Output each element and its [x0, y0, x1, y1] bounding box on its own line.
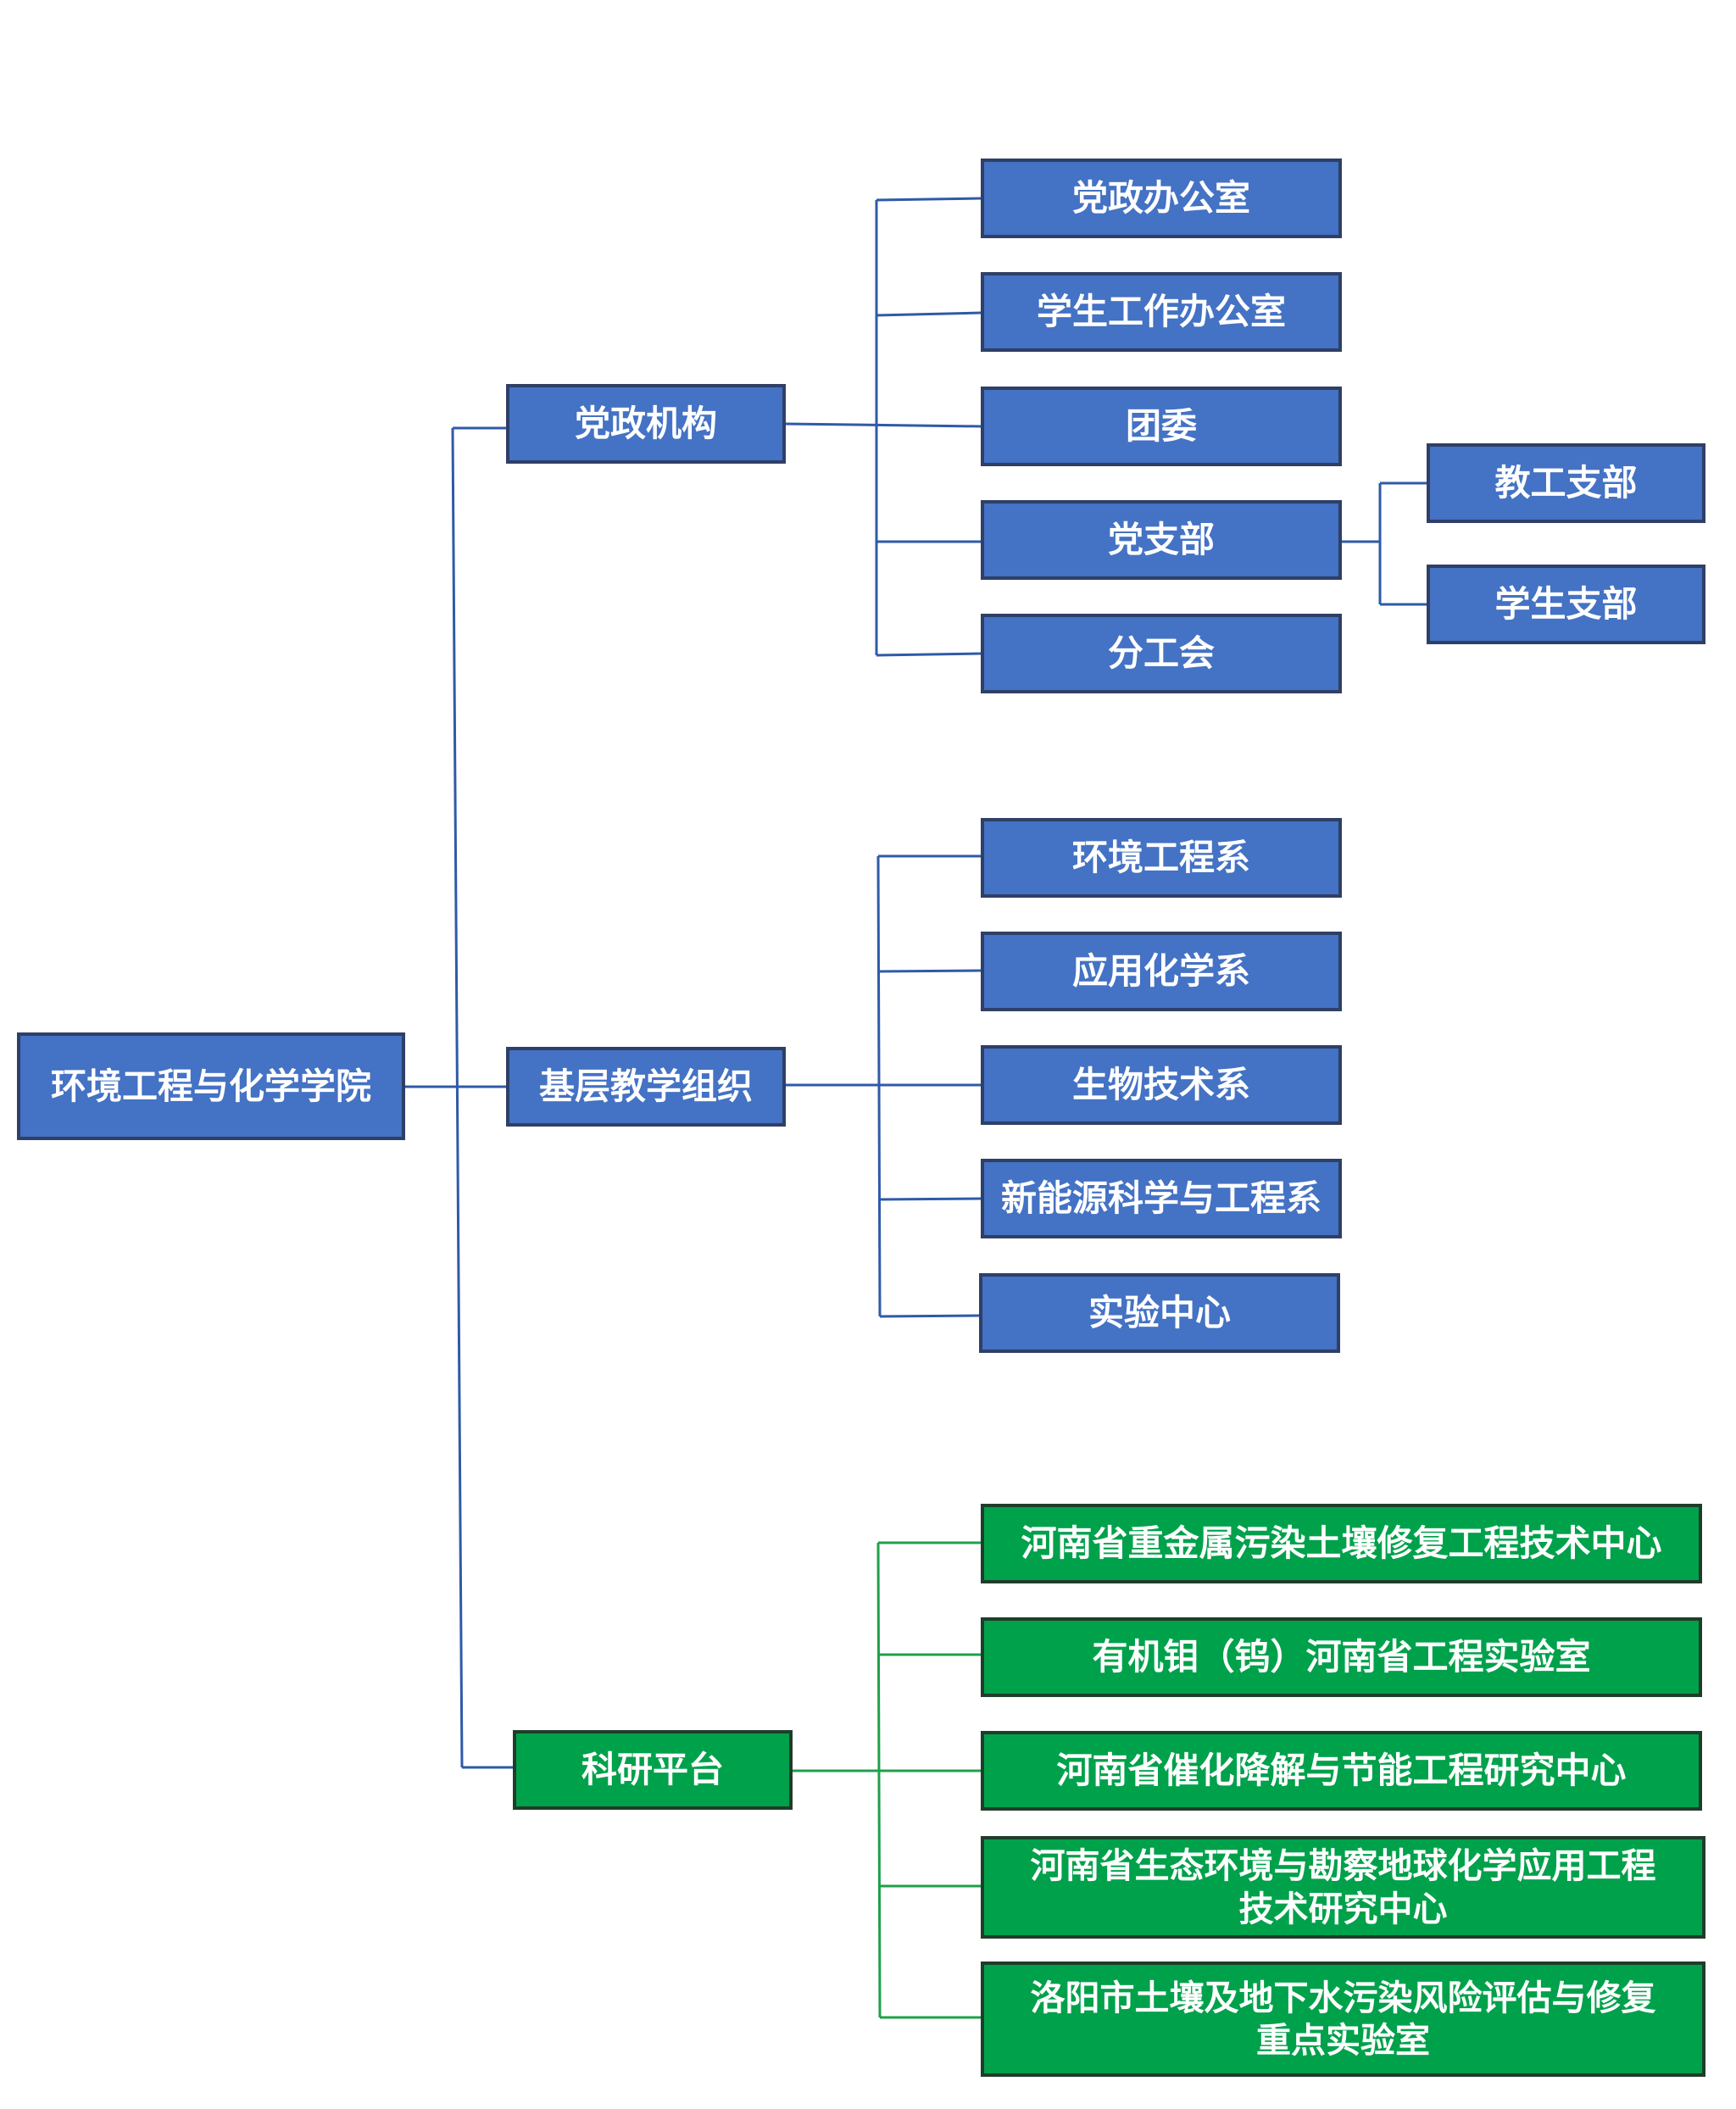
party-connectors — [784, 197, 982, 657]
branch-connectors — [1341, 481, 1427, 606]
party-unit-node: 党政办公室 — [981, 159, 1342, 238]
teaching-unit-node: 环境工程系 — [981, 818, 1342, 898]
link-party-unit — [876, 311, 982, 317]
teaching-unit-label: 新能源科学与工程系 — [1000, 1177, 1321, 1220]
teaching-unit-label: 生物技术系 — [1071, 1064, 1250, 1106]
research-platform-label: 河南省催化降解与节能工程研究中心 — [1056, 1750, 1627, 1792]
party-unit-label: 团委 — [1125, 405, 1197, 448]
party-unit-node: 团委 — [981, 387, 1342, 466]
research-spine-line — [876, 1542, 882, 2018]
teaching-connectors — [785, 854, 982, 1318]
party-branch-label: 学生支部 — [1494, 583, 1638, 626]
root-label: 环境工程与化学学院 — [50, 1065, 371, 1107]
research-platform-label: 河南省生态环境与勘察地球化学应用工程 技术研究中心 — [1030, 1845, 1656, 1929]
teaching-unit-node: 应用化学系 — [981, 932, 1342, 1011]
category-label: 科研平台 — [581, 1749, 724, 1791]
category-research-node: 科研平台 — [513, 1730, 793, 1810]
party-unit-node: 学生工作办公室 — [981, 272, 1342, 352]
category-label: 党政机构 — [574, 403, 717, 445]
research-platform-node: 河南省生态环境与勘察地球化学应用工程 技术研究中心 — [981, 1836, 1705, 1939]
teaching-spine-line — [876, 855, 882, 1317]
category-label: 基层教学组织 — [538, 1066, 753, 1108]
party-unit-label: 党政办公室 — [1071, 177, 1250, 220]
teaching-unit-node: 实验中心 — [979, 1273, 1340, 1353]
teaching-unit-label: 实验中心 — [1088, 1292, 1231, 1334]
party-branch-node: 教工支部 — [1427, 443, 1705, 523]
teaching-unit-label: 环境工程系 — [1071, 837, 1250, 879]
party-stem-line — [784, 422, 982, 428]
party-unit-label: 分工会 — [1107, 632, 1215, 675]
research-connectors — [792, 1541, 982, 2019]
teaching-unit-node: 新能源科学与工程系 — [981, 1159, 1342, 1238]
category-party-node: 党政机构 — [506, 384, 786, 464]
teaching-unit-label: 应用化学系 — [1071, 950, 1250, 993]
root-connectors — [404, 426, 514, 1769]
party-branch-node: 学生支部 — [1427, 565, 1705, 644]
party-unit-label: 学生工作办公室 — [1036, 291, 1286, 333]
research-platform-label: 洛阳市土壤及地下水污染风险评估与修复 重点实验室 — [1030, 1977, 1656, 2061]
research-platform-node: 有机钼（钨）河南省工程实验室 — [981, 1617, 1702, 1697]
root-spine-line — [451, 427, 464, 1768]
root-node: 环境工程与化学学院 — [17, 1032, 405, 1140]
category-teaching-node: 基层教学组织 — [506, 1047, 786, 1127]
party-unit-label: 党支部 — [1107, 519, 1215, 561]
party-unit-node: 分工会 — [981, 614, 1342, 693]
link-party-unit — [876, 197, 982, 202]
research-platform-label: 河南省重金属污染土壤修复工程技术中心 — [1021, 1522, 1662, 1565]
teaching-unit-node: 生物技术系 — [981, 1045, 1342, 1125]
research-platform-node: 河南省重金属污染土壤修复工程技术中心 — [981, 1504, 1702, 1583]
link-party-unit — [876, 652, 982, 657]
research-platform-node: 洛阳市土壤及地下水污染风险评估与修复 重点实验室 — [981, 1962, 1705, 2077]
research-platform-node: 河南省催化降解与节能工程研究中心 — [981, 1731, 1702, 1811]
research-platform-label: 有机钼（钨）河南省工程实验室 — [1092, 1636, 1591, 1678]
party-unit-node: 党支部 — [981, 500, 1342, 580]
party-branch-label: 教工支部 — [1494, 462, 1638, 504]
